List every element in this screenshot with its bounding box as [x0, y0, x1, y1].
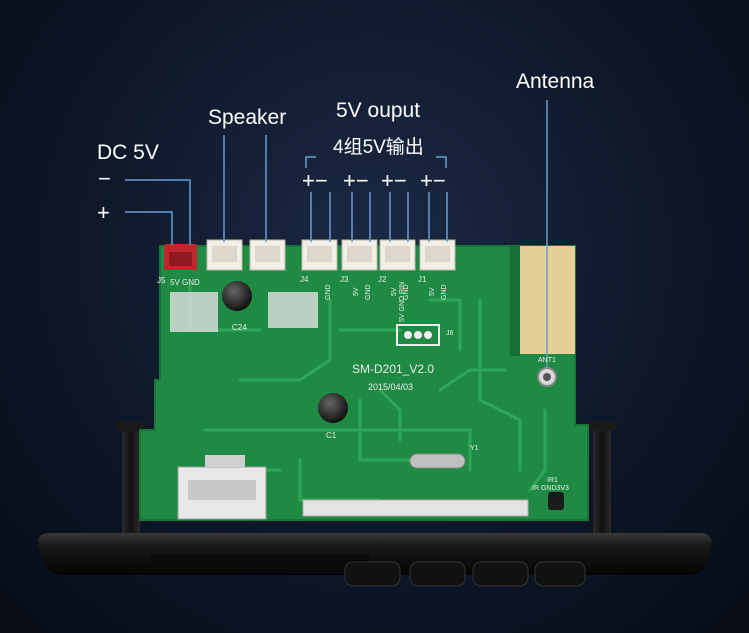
chip-pad-left — [170, 292, 218, 332]
crystal-y1 — [409, 453, 466, 469]
pcb-board — [139, 245, 589, 521]
label-4-group-5v-output: 4组5V输出 — [333, 137, 424, 158]
label-speaker: Speaker — [208, 106, 287, 129]
label-j2: J2 — [378, 275, 387, 284]
label-j2-gnd: GND — [403, 284, 410, 300]
label-dc-5v: DC 5V — [97, 141, 159, 164]
button-1 — [344, 561, 401, 587]
j6-header — [396, 324, 440, 346]
board-date: 2015/04/03 — [368, 382, 413, 392]
label-y1: Y1 — [470, 445, 479, 452]
leader-lines — [125, 100, 548, 368]
label-j1: J1 — [418, 275, 427, 284]
label-c24: C24 — [232, 323, 247, 332]
label-j2-5v: 5V — [391, 287, 398, 296]
label-j6: J6 — [446, 330, 454, 337]
label-j5: J5 — [157, 276, 166, 285]
label-j1-gnd: GND — [441, 284, 448, 300]
left-bracket — [122, 425, 140, 545]
label-j4: J4 — [300, 275, 309, 284]
chip-pad-right — [268, 292, 318, 328]
label-ir-pins: IR GND3V3 — [532, 485, 569, 492]
sd-slot — [302, 499, 529, 517]
right-bracket — [593, 425, 611, 545]
label-pm-j1: +− — [420, 168, 446, 193]
label-pm-j3: +− — [343, 168, 369, 193]
ir-receiver — [548, 492, 564, 510]
label-j3-gnd: GND — [365, 284, 372, 300]
label-ant1: ANT1 — [538, 357, 556, 364]
label-j3: J3 — [340, 275, 349, 284]
board-model: SM-D201_V2.0 — [352, 362, 434, 376]
label-dc-plus: + — [97, 200, 110, 225]
label-j4-gnd: GND — [325, 284, 332, 300]
capacitor-c1 — [318, 393, 348, 423]
label-c1: C1 — [326, 431, 337, 440]
label-ir1: IR1 — [547, 477, 558, 484]
label-5v-output: 5V ouput — [336, 99, 421, 122]
label-pm-j4: +− — [302, 168, 328, 193]
label-j5-pins: 5V GND — [170, 278, 200, 287]
label-antenna: Antenna — [516, 70, 595, 93]
label-dc-minus: − — [98, 166, 111, 191]
label-j6-pins: 5V GND RIN — [399, 282, 406, 322]
capacitor-c24 — [222, 281, 252, 311]
button-4 — [534, 561, 586, 587]
label-pm-j2: +− — [381, 168, 407, 193]
button-3 — [472, 561, 529, 587]
label-j3-5v: 5V — [353, 287, 360, 296]
button-2 — [409, 561, 466, 587]
label-j1-5v: 5V — [429, 287, 436, 296]
